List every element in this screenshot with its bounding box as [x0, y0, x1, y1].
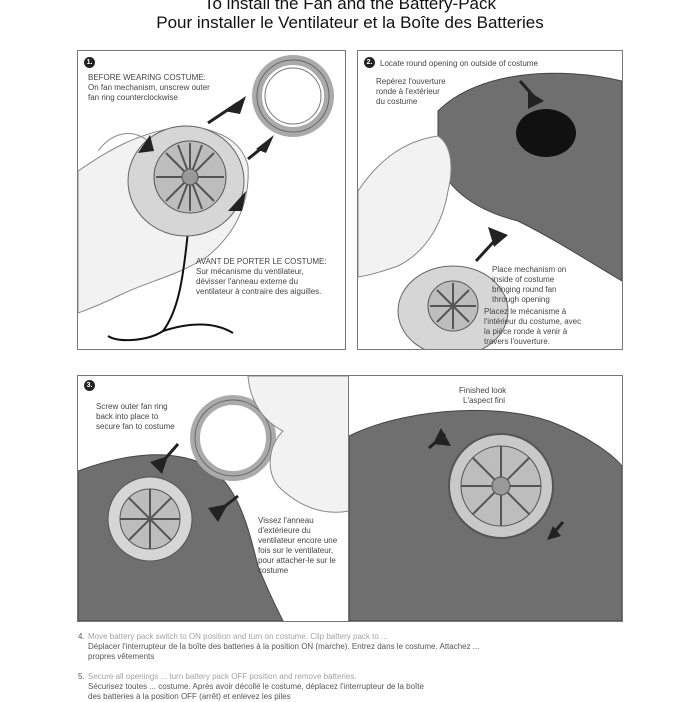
- finished-look-fr: L'aspect fini: [463, 396, 505, 405]
- footer-item-4-fr: Déplacer l'interrupteur de la boîte des …: [88, 642, 480, 661]
- footer-item-5-en: Secure all openings ... turn battery pac…: [88, 672, 357, 681]
- footer-item-5-number: 5.: [78, 672, 85, 681]
- step-3-fr-text: Vissez l'anneau d'extérieure du ventilat…: [258, 516, 338, 575]
- panel-step-1: 1. BEFORE WEARING COSTUME: On fan mechan…: [77, 50, 346, 350]
- finished-look-en: Finished look: [459, 386, 507, 395]
- step-3-illustration: [78, 376, 349, 621]
- panel-step-3: 3. Screw outer fan ring back into place …: [77, 375, 350, 622]
- step-1-number: 1.: [84, 57, 95, 68]
- step-3-number: 3.: [84, 380, 95, 391]
- step-1-en-heading: BEFORE WEARING COSTUME:: [88, 73, 206, 82]
- step-2-fr-bottom: Placez le mécanisme à l'intérieur du cos…: [484, 307, 582, 346]
- panel-step-2: 2. Locate round opening on outside of co…: [357, 50, 623, 350]
- footer-item-4-en: Move battery pack switch to ON position …: [88, 632, 388, 641]
- title-english: To install the Fan and the Battery-Pack: [204, 0, 496, 13]
- step-3-en-text: Screw outer fan ring back into place to …: [96, 402, 175, 431]
- panel-finished-look: Finished look L'aspect fini: [348, 375, 623, 622]
- step-1-illustration: [78, 55, 334, 342]
- title-french: Pour installer le Ventilateur et la Boît…: [156, 13, 544, 32]
- step-2-en-top: Locate round opening on outside of costu…: [380, 59, 538, 68]
- step-1-fr-heading: AVANT DE PORTER LE COSTUME:: [196, 257, 327, 266]
- finished-look-illustration: [349, 409, 622, 621]
- step-2-en-bottom: Place mechanism on inside of costume bri…: [492, 265, 567, 304]
- step-2-illustration: [358, 72, 622, 349]
- step-1-fr-text: Sur mécanisme du ventilateur, dévisser l…: [196, 267, 322, 296]
- step-2-fr-top: Repérez l'ouverture ronde à l'extérieur …: [376, 77, 446, 106]
- step-1-en-text: On fan mechanism, unscrew outer fan ring…: [88, 83, 210, 102]
- footer-item-4-number: 4.: [78, 632, 85, 641]
- footer-item-5-fr: Sécurisez toutes ... costume. Après avoi…: [88, 682, 424, 701]
- step-2-number: 2.: [364, 57, 375, 68]
